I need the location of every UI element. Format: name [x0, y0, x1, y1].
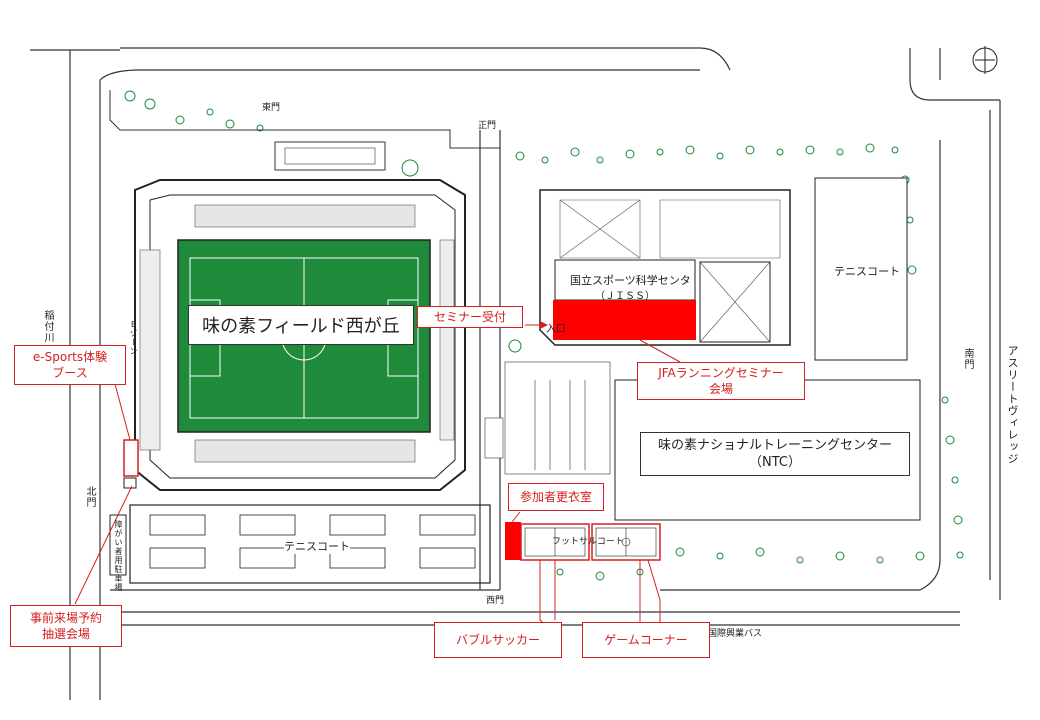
jiss-name-label: 国立スポーツ科学センタ — [570, 274, 691, 287]
jfa-seminar-area — [553, 300, 696, 340]
futsal-courts — [505, 522, 661, 561]
trees — [124, 90, 964, 581]
ntc-abbr: （NTC） — [749, 455, 801, 470]
north-wall — [109, 90, 500, 149]
stadium-name-label: 味の素フィールド西が丘 — [188, 305, 414, 345]
tennis-court-east-label: テニスコート — [834, 265, 900, 278]
gate-north-label: 北門 — [84, 486, 95, 508]
gate-east-label: 東門 — [262, 103, 281, 113]
tennis-court-south — [129, 504, 491, 584]
north-arrow-icon — [972, 46, 998, 74]
north-building — [274, 141, 386, 171]
game-corner-callout: ゲームコーナー — [582, 622, 710, 658]
jiss-building — [539, 189, 791, 346]
changing-room-callout: 参加者更衣室 — [508, 483, 604, 511]
gate-main-label: 正門 — [478, 121, 497, 131]
athlete-village-label: アスリートヴィレッジ — [1006, 345, 1019, 465]
jfa-seminar-callout: JFAランニングセミナー 会場 — [637, 362, 805, 400]
tennis-court-east — [814, 177, 908, 361]
parking-side-label: 障がい者用駐車場 — [114, 520, 123, 592]
esports-area — [123, 439, 139, 477]
gate-south-label: 南門 — [962, 348, 973, 370]
seminar-reception-callout: セミナー受付 — [417, 306, 523, 328]
parking-lot — [484, 361, 611, 475]
lottery-callout: 事前来場予約 抽選会場 — [10, 605, 122, 647]
ntc-name: 味の素ナショナルトレーニングセンター — [657, 438, 892, 453]
tennis-court-south-label: テニスコート — [284, 538, 350, 554]
bus-label: 国際興業バス — [708, 629, 763, 639]
ntc-name-label: 味の素ナショナルトレーニングセンター （NTC） — [640, 432, 910, 476]
wall-label: Ｅゾーン — [129, 320, 138, 356]
entrance-label: 入口 — [546, 324, 566, 335]
river-label: 稲付川 — [42, 310, 53, 343]
futsal-label: フットサルコート — [552, 537, 624, 547]
bubble-soccer-callout: バブルサッカー — [434, 622, 562, 658]
jiss-abbr-label: （ＪＩＳＳ） — [595, 291, 655, 302]
esports-callout: e-Sports体験 ブース — [14, 345, 126, 385]
gate-west-label: 西門 — [486, 596, 505, 606]
